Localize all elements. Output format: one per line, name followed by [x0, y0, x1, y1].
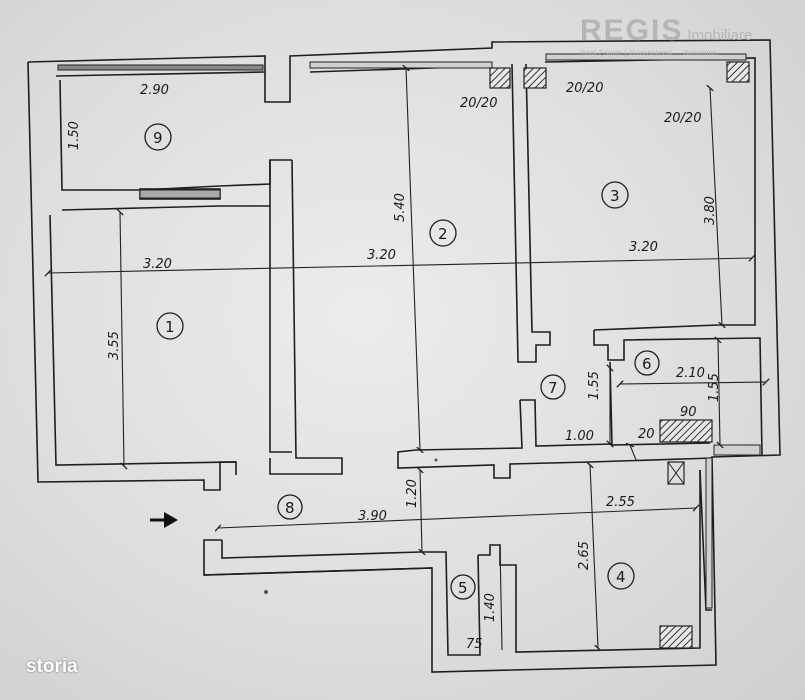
dim-column-b: 20/20: [566, 81, 603, 96]
dim-hall-width: 3.90: [358, 509, 387, 524]
dim-column-c: 20/20: [664, 111, 701, 126]
storia-logo: storia: [26, 656, 78, 677]
room-label-6: 6: [642, 355, 652, 373]
dim-room5-width: 75: [466, 637, 483, 652]
room-label-1: 1: [165, 318, 175, 336]
room-label-8: 8: [285, 499, 295, 517]
dim-room1-depth: 3.55: [107, 331, 122, 360]
room-label-4: 4: [616, 568, 626, 586]
windows: [57, 53, 761, 609]
dim-room6-width: 2.10: [676, 366, 705, 381]
dim-row-width-right: 3.20: [629, 240, 658, 255]
dim-hall-depth: 1.20: [405, 479, 420, 508]
dim-room5-depth: 1.40: [483, 593, 498, 622]
room-label-7: 7: [548, 379, 558, 397]
room-label-2: 2: [438, 225, 448, 243]
entrance-arrow-icon: [150, 512, 178, 528]
dim-room9-width: 2.90: [140, 83, 169, 98]
dim-duct-depth: 20: [638, 427, 655, 442]
columns: [489, 61, 750, 649]
dim-room9-depth: 1.50: [67, 121, 82, 150]
dimension-lines: [48, 68, 766, 650]
dim-room6-depth: 1.55: [707, 373, 722, 402]
dim-room4-width: 2.55: [606, 495, 635, 510]
speck: [434, 458, 438, 462]
dim-column-a: 20/20: [460, 96, 497, 111]
dim-room7-width: 1.00: [565, 429, 594, 444]
speck: [264, 590, 268, 594]
dim-duct-width: 90: [680, 405, 697, 420]
walls: [27, 39, 781, 673]
watermark-name: REGIS: [580, 14, 684, 47]
room-circles: [144, 123, 660, 600]
dim-row-width-left: 3.20: [143, 257, 172, 272]
dim-row-width-mid: 3.20: [367, 248, 396, 263]
dim-room7-depth: 1.55: [587, 371, 602, 400]
room-label-9: 9: [153, 129, 163, 147]
dim-room3-depth: 3.80: [703, 196, 718, 225]
room-label-3: 3: [610, 187, 620, 205]
watermark-tagline: Real Estate | Guaranteed ... Solutions: [580, 48, 718, 57]
dim-room4-depth: 2.65: [577, 541, 592, 570]
watermark-subtitle: Imobiliare: [687, 27, 753, 44]
dim-room2-depth: 5.40: [393, 193, 408, 222]
room-label-5: 5: [458, 579, 468, 597]
